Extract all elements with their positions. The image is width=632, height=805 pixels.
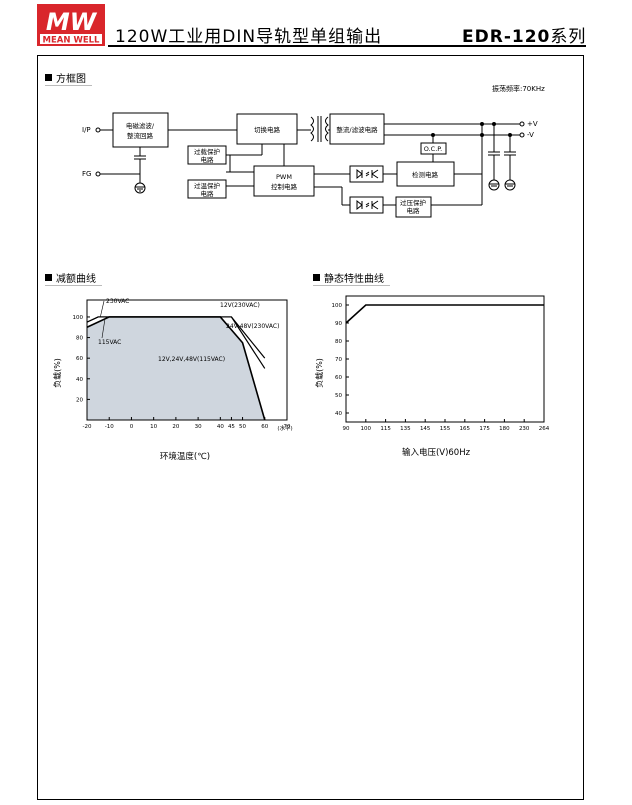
derating-y-tick-label: 80 — [76, 336, 83, 342]
derating-y-tick-label: 60 — [76, 356, 83, 362]
leader-230 — [100, 300, 105, 318]
static-y-tick-label: 90 — [335, 321, 342, 327]
derating-x-tick-label: 70 — [284, 424, 291, 430]
label-115vac: 115VAC — [98, 339, 121, 346]
derating-y-title: 负载(%) — [52, 358, 62, 388]
static-heading: 静态特性曲线 — [313, 270, 390, 286]
derating-area — [87, 316, 265, 420]
derating-y-tick-label: 20 — [76, 397, 83, 403]
static-chart: 100 90 80 70 60 50 40 90 100 115 135 145 155 165 175 18… — [314, 295, 550, 458]
pwm-label-2: 控制电路 — [271, 182, 298, 191]
label-12v-230: 12V(230VAC) — [220, 302, 260, 309]
static-x-tick-label: 115 — [380, 426, 391, 432]
static-y-title: 负载(%) — [314, 358, 324, 388]
derating-x-tick-label: 50 — [239, 424, 246, 430]
out-pos-label: +V — [527, 120, 538, 128]
product-title: 120W工业用DIN导轨型单组输出 — [115, 27, 383, 47]
fg-label: FG — [82, 170, 91, 178]
static-y-tick-label: 40 — [335, 411, 342, 417]
static-x-tick-label: 155 — [440, 426, 451, 432]
derating-x-tick-label: 10 — [150, 424, 157, 430]
meanwell-logo: MW MEAN WELL — [37, 4, 105, 46]
derating-x-tick-label: 40 — [217, 424, 224, 430]
static-x-tick-label: 135 — [400, 426, 411, 432]
static-x-tick-label: 145 — [420, 426, 431, 432]
block-switch — [236, 113, 298, 145]
switch-label: 切换电路 — [254, 125, 281, 134]
otp-label-2: 电路 — [201, 189, 215, 198]
page-frame — [37, 55, 584, 800]
olp-label-1: 过载保护 — [194, 147, 220, 156]
ovp-label-1: 过压保护 — [400, 198, 426, 207]
derating-y-tick-label: 100 — [73, 315, 84, 321]
emi-label-2: 整流回路 — [127, 131, 154, 140]
derating-x-title: 环境温度(℃) — [160, 451, 210, 462]
heading-text: 静态特性曲线 — [324, 274, 384, 285]
label-all-115: 12V,24V,48V(115VAC) — [158, 356, 225, 363]
heading-text: 方框图 — [56, 74, 86, 85]
block-diagram-heading: 方框图 — [45, 70, 92, 86]
derating-series-line — [86, 316, 266, 359]
derating-x-unit: (水平) — [277, 424, 292, 432]
static-x-tick-label: 90 — [343, 426, 350, 432]
derating-chart: 100 80 60 40 20 -20 -10 0 10 20 30 40 45 50 60 70 负载(%)… — [52, 298, 293, 462]
static-y-tick-label: 60 — [335, 375, 342, 381]
freq-note: 振荡频率:70KHz — [492, 84, 545, 93]
derating-x-tick-label: 20 — [172, 424, 179, 430]
block-otp — [187, 179, 227, 199]
model-title: EDR-120系列 — [462, 22, 586, 47]
ovp-label-2: 电路 — [407, 206, 421, 215]
derating-heading: 减额曲线 — [45, 270, 102, 286]
derating-x-tick-label: 30 — [195, 424, 202, 430]
logo-text: MEAN WELL — [43, 36, 101, 46]
ocp-label: O.C.P. — [424, 145, 443, 153]
ip-label: I/P — [82, 126, 91, 134]
derating-frame — [86, 299, 288, 421]
emi-label-1: 电磁滤波/ — [126, 121, 155, 130]
rect-label: 整流/滤波电路 — [336, 125, 378, 134]
static-x-tick-label: 180 — [499, 426, 510, 432]
square-bullet-icon — [45, 274, 52, 281]
square-bullet-icon — [313, 274, 320, 281]
label-230vac: 230VAC — [106, 298, 129, 305]
derating-x-tick-label: -20 — [83, 424, 92, 430]
block-pwm — [253, 165, 315, 197]
static-y-tick-label: 70 — [335, 357, 342, 363]
heading-text: 减额曲线 — [56, 274, 96, 285]
static-y-tick-label: 50 — [335, 393, 342, 399]
square-bullet-icon — [45, 74, 52, 81]
derating-y-tick-label: 40 — [76, 377, 83, 383]
static-x-tick-label: 230 — [519, 426, 530, 432]
detect-label: 检测电路 — [412, 170, 439, 179]
fg-terminal — [95, 171, 101, 177]
logo-mark: MW — [46, 8, 98, 36]
olp-label-2: 电路 — [201, 155, 215, 164]
derating-x-tick-label: 0 — [130, 424, 134, 430]
static-x-tick-label: 165 — [460, 426, 471, 432]
static-x-tick-label: 175 — [479, 426, 490, 432]
block-emi — [112, 112, 169, 148]
static-y-tick-label: 80 — [335, 339, 342, 345]
out-neg-label: -V — [527, 131, 534, 139]
ip-terminal — [95, 127, 101, 133]
block-rect — [329, 113, 385, 145]
static-frame — [345, 295, 545, 423]
derating-x-tick-label: 45 — [228, 424, 235, 430]
leader-115 — [101, 320, 106, 339]
label-24v-230: 24V,48V(230VAC) — [226, 323, 279, 330]
static-y-tick-label: 100 — [332, 303, 343, 309]
static-series-line — [345, 304, 544, 324]
derating-x-tick-label: 60 — [261, 424, 268, 430]
otp-label-1: 过温保护 — [194, 181, 220, 190]
derating-x-tick-label: -10 — [105, 424, 114, 430]
header-rule — [108, 45, 586, 47]
model-name: EDR-120 — [462, 27, 551, 47]
pwm-label-1: PWM — [276, 173, 292, 181]
block-ovp — [395, 196, 432, 218]
static-x-tick-label: 100 — [361, 426, 372, 432]
static-x-title: 输入电压(V)60Hz — [402, 447, 471, 458]
series-label: 系列 — [550, 27, 587, 47]
static-x-tick-label: 264 — [539, 426, 550, 432]
